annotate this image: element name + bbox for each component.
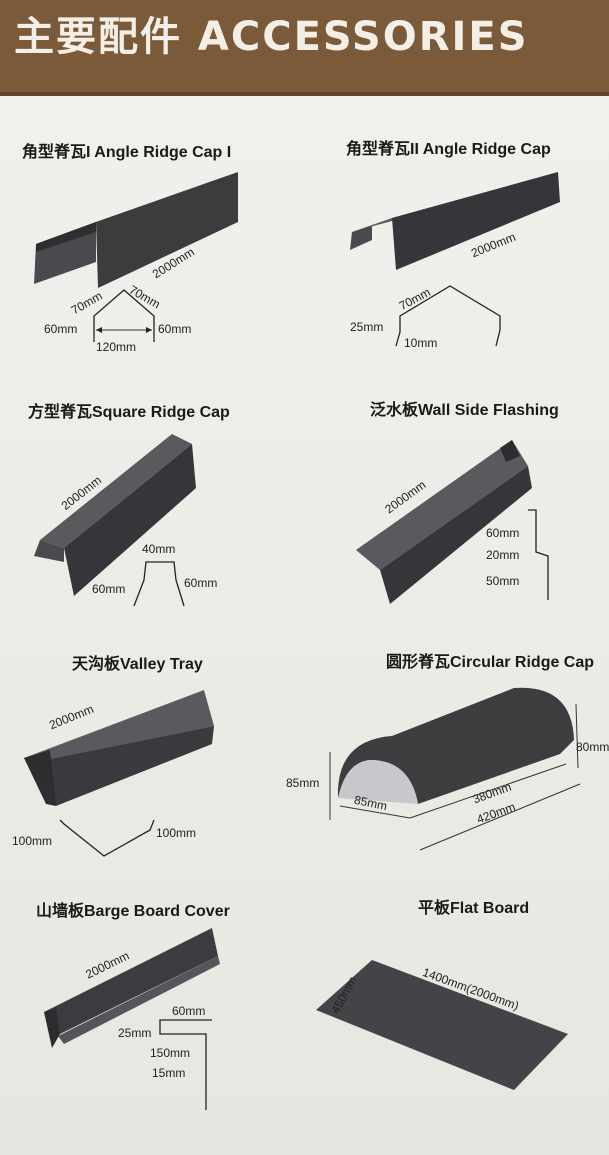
square-ridge-cap-drawing: [34, 434, 196, 607]
page-title: 主要配件 ACCESSORIES: [14, 14, 529, 60]
item-label-wall-side-flashing: 泛水板Wall Side Flashing: [370, 402, 559, 419]
dim-side-left: 60mm: [92, 582, 126, 596]
dim-flange-left: 60mm: [44, 322, 78, 336]
item-label-circular-ridge-cap: 圆形脊瓦Circular Ridge Cap: [386, 654, 595, 671]
item-label-flat-board: 平板Flat Board: [418, 900, 530, 917]
item-label-square-ridge-cap: 方型脊瓦Square Ridge Cap: [28, 404, 230, 421]
item-label-valley-tray: 天沟板Valley Tray: [72, 656, 203, 673]
dim-face: 150mm: [150, 1046, 191, 1060]
dim-bottom: 50mm: [486, 574, 520, 588]
angle-ridge-cap-2-drawing: [350, 172, 560, 347]
dim-flange-right: 60mm: [158, 322, 192, 336]
dim-top: 60mm: [172, 1004, 206, 1018]
dim-arch-height: 85mm: [286, 776, 320, 790]
dim-step: 20mm: [486, 548, 520, 562]
dim-flange: 25mm: [350, 320, 384, 334]
dim-step: 25mm: [118, 1026, 152, 1040]
valley-tray-drawing: [24, 690, 214, 857]
dim-height: 80mm: [576, 740, 609, 754]
header-banner: 主要配件 ACCESSORIES: [0, 0, 609, 96]
dim-lip: 10mm: [404, 336, 438, 350]
dim-lip: 15mm: [152, 1066, 186, 1080]
dim-left: 100mm: [12, 834, 53, 848]
item-label-barge-board-cover: 山墙板Barge Board Cover: [36, 903, 230, 920]
dim-top: 60mm: [486, 526, 520, 540]
wall-side-flashing-drawing: [356, 440, 549, 604]
dim-side-right: 60mm: [184, 576, 218, 590]
flat-board-drawing: [316, 960, 568, 1090]
dim-top: 40mm: [142, 542, 176, 556]
item-label-angle-ridge-cap-2: 角型脊瓦II Angle Ridge Cap: [346, 141, 551, 158]
barge-board-cover-drawing: [44, 928, 220, 1110]
dim-right: 100mm: [156, 826, 197, 840]
dim-width: 120mm: [96, 340, 137, 354]
circular-ridge-cap-drawing: [329, 687, 581, 851]
item-label-angle-ridge-cap-1: 角型脊瓦I Angle Ridge Cap I: [22, 144, 232, 161]
angle-ridge-cap-1-drawing: [34, 172, 238, 342]
